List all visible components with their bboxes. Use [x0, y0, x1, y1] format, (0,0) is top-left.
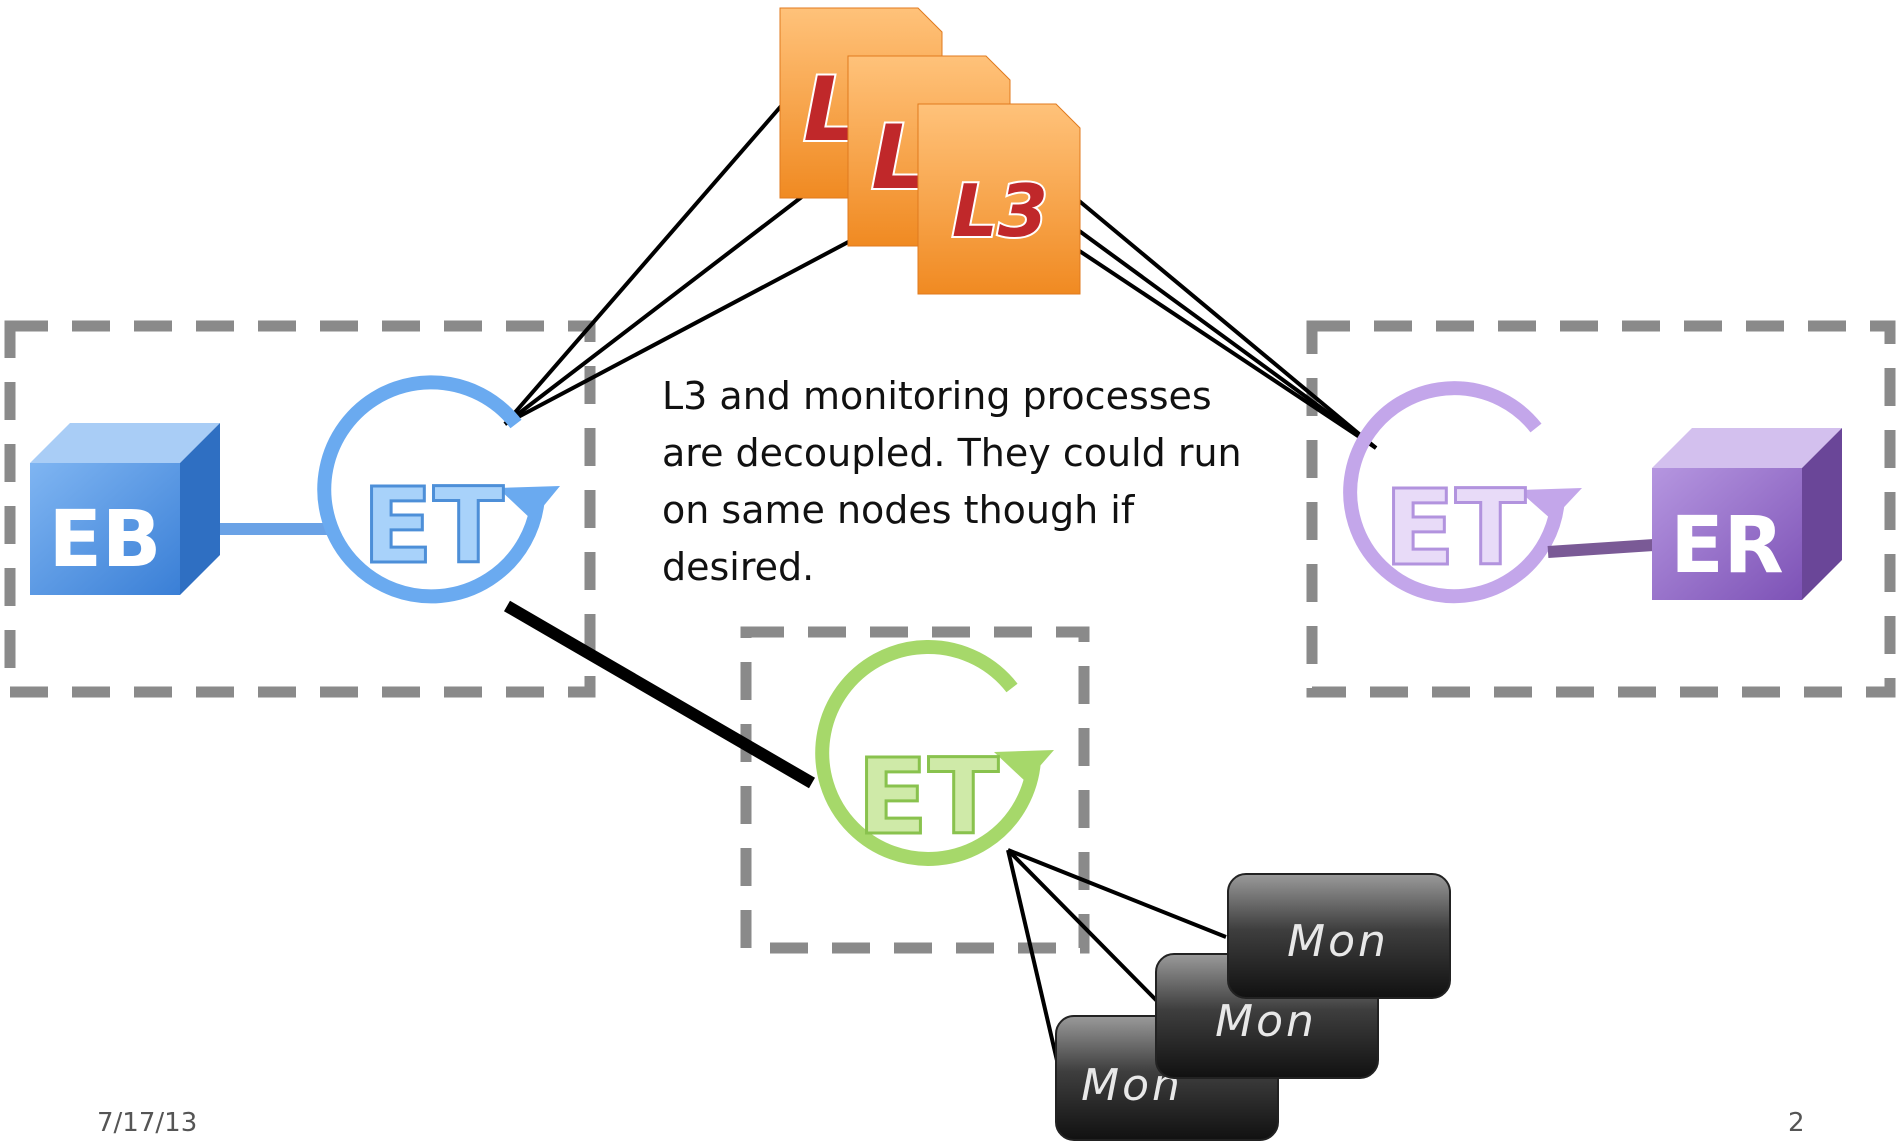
connector-et-to-l3-1: [503, 103, 784, 426]
l3-card-3: L3: [917, 103, 1081, 295]
eb-label: EB: [49, 495, 162, 585]
link-et-to-er: [1547, 539, 1655, 558]
connector-l3-to-et-right-1: [1076, 198, 1378, 450]
et-node-right: ET: [1343, 381, 1582, 604]
connector-et-to-mon-2: [1006, 848, 1160, 1004]
mon-box-1: Mon: [1227, 873, 1451, 999]
l3-card-label: L3: [952, 169, 1048, 253]
et-node-monitor: ET: [815, 639, 1054, 866]
et-node-left: ET: [317, 375, 560, 604]
et-left-label: ET: [362, 465, 504, 587]
connector-et-to-l3-2: [503, 158, 852, 426]
eb-cube: EB: [30, 423, 220, 595]
et-right-label: ET: [1384, 467, 1526, 589]
er-label: ER: [1670, 501, 1783, 591]
et-monitor-label: ET: [857, 736, 999, 858]
footer-page-number: 2: [1788, 1108, 1805, 1138]
group-box-monitor: [740, 626, 1090, 954]
er-cube: ER: [1652, 428, 1842, 600]
connector-et-to-mon-3: [1006, 849, 1064, 1083]
connector-et-to-et-monitor: [503, 600, 816, 789]
footer-date: 7/17/13: [97, 1108, 198, 1138]
connector-l3-to-et-right-3: [1076, 248, 1378, 450]
mon-box-label: Mon: [1287, 916, 1389, 967]
connector-l3-to-et-right-2: [1076, 228, 1378, 450]
mon-box-label: Mon: [1215, 996, 1317, 1047]
group-box-left: [4, 320, 596, 698]
connector-et-to-mon-1: [1007, 848, 1227, 939]
group-box-right: [1306, 320, 1896, 698]
diagram-caption: L3 and monitoring processes are decouple…: [662, 374, 1242, 589]
